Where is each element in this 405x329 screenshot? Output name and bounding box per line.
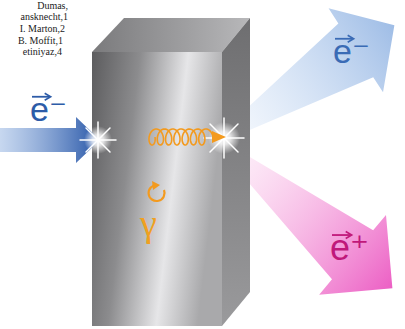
photon-label: γ <box>140 204 157 242</box>
author-text: I. Marton,2 <box>20 24 65 34</box>
spin-arrow <box>149 181 165 201</box>
particle-label: e⁻ <box>30 92 67 126</box>
photon-coil-line <box>149 129 213 145</box>
author-text: B. Moffit,1 <box>18 36 63 46</box>
author-text: Dumas, <box>37 1 68 11</box>
vector-arrows <box>32 35 354 238</box>
target-block <box>92 18 250 326</box>
author-text: etiniyaz,4 <box>23 47 62 57</box>
author-text: ansknecht,1 <box>21 12 69 22</box>
particle-label: e⁺ <box>330 230 369 266</box>
particle-label: e⁻ <box>333 34 370 68</box>
photon-coil <box>149 129 213 145</box>
photon-arrowhead <box>212 131 226 143</box>
entry-flash <box>80 122 116 158</box>
exit-flash <box>204 118 244 158</box>
